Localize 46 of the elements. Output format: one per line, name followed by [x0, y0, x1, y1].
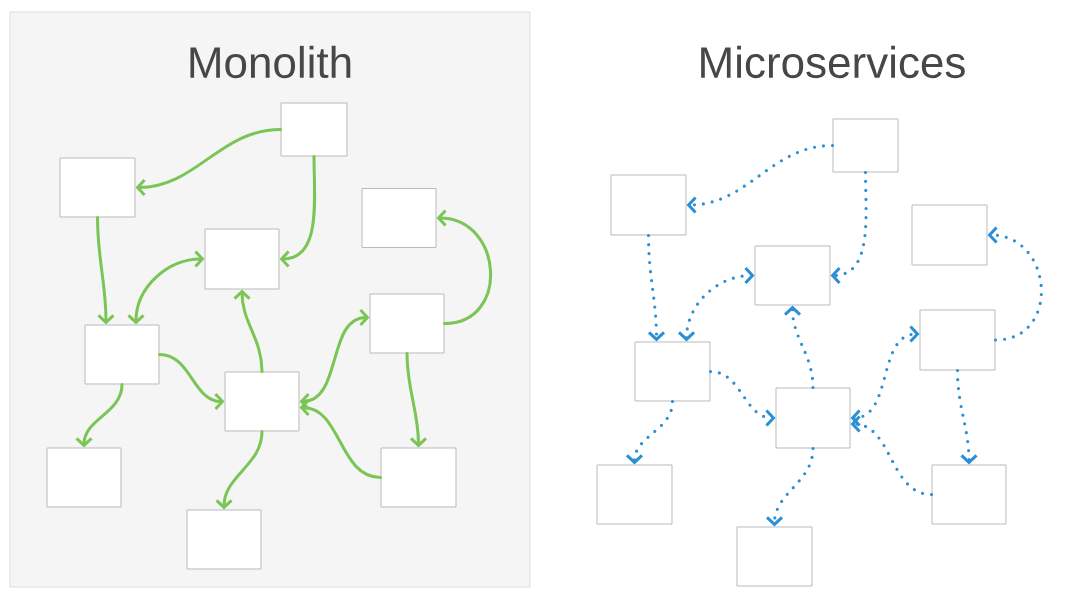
- title: Monolith: [190, 45, 351, 79]
- empty-box: [634, 341, 711, 402]
- arrow: [783, 305, 815, 390]
- empty-box: [596, 464, 673, 525]
- empty-box: [775, 387, 851, 449]
- arrow: [830, 170, 868, 284]
- arrow: [955, 368, 978, 465]
- title: Microservices: [701, 45, 965, 79]
- empty-box: [931, 464, 1007, 525]
- arrow: [279, 155, 317, 268]
- empty-box: [610, 174, 687, 236]
- empty-box: [280, 102, 348, 157]
- empty-box: [186, 509, 262, 570]
- empty-box: [919, 309, 996, 371]
- arrow: [127, 250, 205, 325]
- arrow: [708, 369, 776, 427]
- empty-box: [369, 293, 445, 354]
- arrow: [850, 325, 920, 427]
- arrow: [233, 289, 264, 373]
- empty-box: [911, 204, 988, 266]
- arrow: [215, 430, 264, 510]
- arrow: [686, 143, 835, 214]
- arrow: [96, 216, 115, 325]
- arrow: [850, 415, 934, 497]
- empty-box: [224, 371, 300, 432]
- arrow: [436, 209, 492, 325]
- arrow: [75, 383, 124, 448]
- empty-box: [361, 188, 437, 248]
- empty-box: [832, 118, 899, 173]
- empty-box: [204, 228, 280, 290]
- arrow: [765, 446, 815, 527]
- empty-box: [754, 245, 831, 306]
- empty-box: [736, 526, 813, 587]
- empty-box: [59, 157, 136, 218]
- arrow: [646, 233, 666, 342]
- empty-box: [84, 324, 160, 385]
- arrow: [299, 308, 370, 410]
- arrow: [135, 128, 282, 196]
- arrow: [299, 398, 382, 479]
- arrow: [987, 226, 1043, 342]
- empty-box: [380, 447, 457, 508]
- arrow: [678, 266, 755, 342]
- arrow: [158, 353, 225, 410]
- empty-box: [46, 447, 122, 508]
- arrow: [625, 399, 675, 465]
- arrow: [405, 352, 428, 448]
